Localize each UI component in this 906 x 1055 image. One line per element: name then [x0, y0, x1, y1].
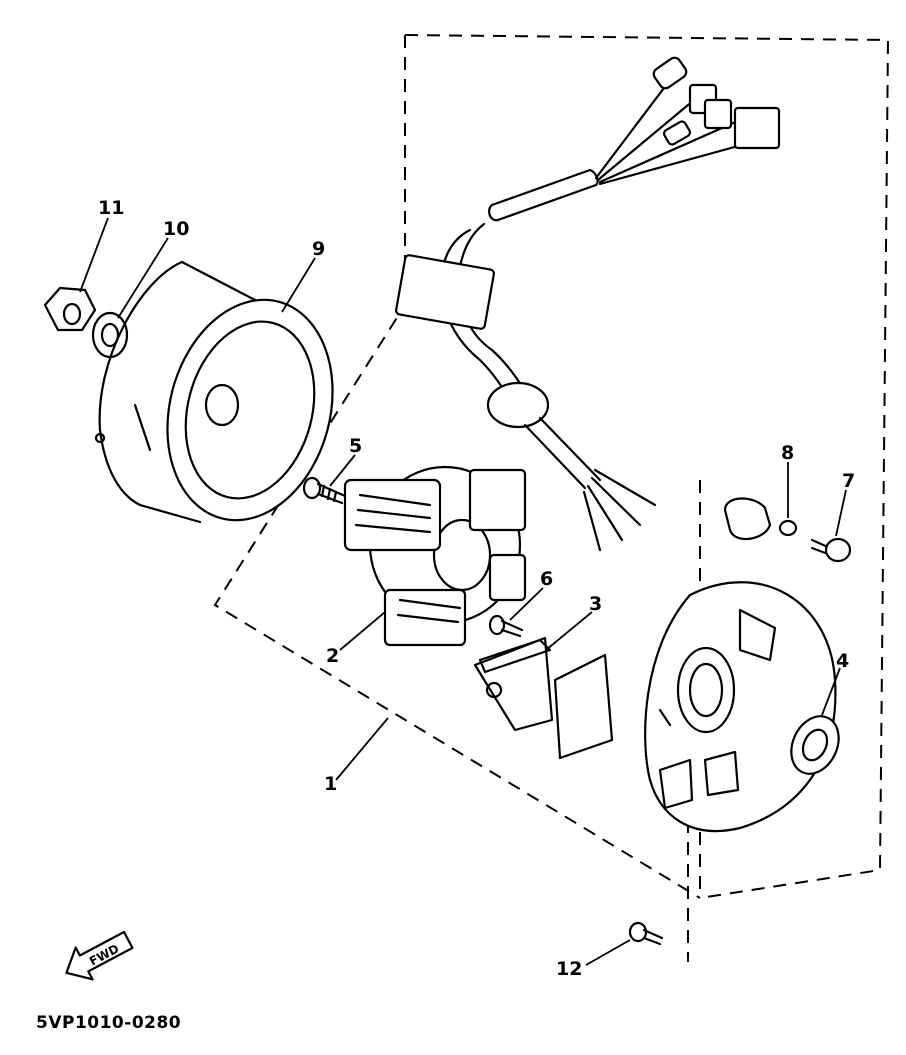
part-code: 5VP1010-0280: [36, 1013, 181, 1033]
callout-6: 6: [540, 568, 553, 590]
callout-10: 10: [163, 218, 189, 240]
stator-base-plate: [644, 581, 837, 833]
wire-harness: [440, 56, 781, 552]
nut-11: [43, 286, 97, 332]
screw-12: [628, 921, 664, 946]
callout-12: 12: [556, 958, 582, 980]
callout-1: 1: [324, 773, 337, 795]
screw-6: [488, 614, 524, 638]
washer-8: [778, 519, 798, 537]
flywheel-rotor-9: [94, 260, 334, 524]
callout-8: 8: [781, 442, 794, 464]
callout-5: 5: [349, 435, 362, 457]
callout-4: 4: [836, 650, 849, 672]
callout-7: 7: [842, 470, 855, 492]
pickup-coil-3: [473, 636, 614, 760]
oil-seal-4: [790, 715, 840, 775]
clamp: [723, 497, 772, 541]
stator-coil-2: [343, 254, 527, 647]
callout-leaders: [79, 217, 847, 966]
callout-9: 9: [312, 238, 325, 260]
fwd-arrow-icon: FWD: [65, 930, 134, 981]
washer-10: [91, 311, 129, 359]
callout-3: 3: [589, 593, 602, 615]
callout-11: 11: [98, 197, 124, 219]
screw-7: [810, 537, 852, 563]
callout-2: 2: [326, 645, 339, 667]
screw-5: [302, 476, 347, 505]
